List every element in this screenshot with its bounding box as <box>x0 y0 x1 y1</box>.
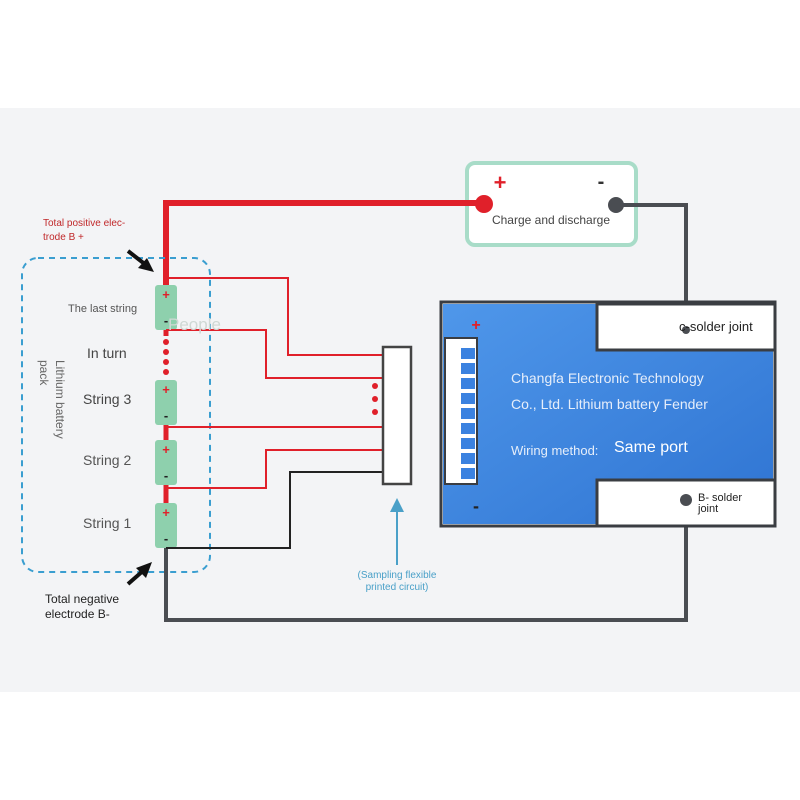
c-solder-label: c-solder joint <box>679 319 753 334</box>
cell-string3-plus: + <box>162 382 170 397</box>
cell-string2: + - <box>155 440 177 485</box>
total-negative-label-line2: electrode B- <box>45 607 110 621</box>
pack-label-line2: pack <box>37 360 51 386</box>
charge-positive-terminal <box>475 195 493 213</box>
board-text-line1: Changfa Electronic Technology <box>511 370 704 386</box>
total-negative-label-line1: Total negative <box>45 592 119 606</box>
cell-string3-minus: - <box>164 408 168 423</box>
board-connector-pins <box>461 348 475 479</box>
sampling-connector <box>381 345 413 486</box>
charge-negative-terminal <box>608 197 624 213</box>
string1-label: String 1 <box>83 515 131 531</box>
charge-minus-sign: - <box>598 171 605 193</box>
b-solder-label-line2: joint <box>697 503 718 515</box>
last-string-label: The last string <box>68 303 137 315</box>
charge-negative-wire <box>616 203 688 330</box>
cell-string2-plus: + <box>162 442 170 457</box>
connector-dots <box>372 383 378 415</box>
board-minus-sign: - <box>473 496 479 516</box>
pack-label-line1: Lithium battery <box>53 360 67 439</box>
battery-pack-outline <box>21 257 211 573</box>
same-port-label: Same port <box>614 439 688 456</box>
cell-last-plus: + <box>162 287 170 302</box>
string2-label: String 2 <box>83 452 131 468</box>
cell-string1-minus: - <box>164 531 168 546</box>
sampling-wire-1 <box>166 277 383 356</box>
charge-plus-sign: + <box>494 170 507 195</box>
wiring-method-label: Wiring method: <box>511 443 598 458</box>
cell-string1-plus: + <box>162 505 170 520</box>
sampling-wire-4 <box>166 449 383 489</box>
cell-last-minus: - <box>164 313 168 328</box>
sampling-wires <box>166 277 383 549</box>
pack-negative-wire <box>164 500 688 622</box>
watermark-label: People <box>168 315 221 334</box>
b-solder-area <box>595 478 777 528</box>
b-solder-terminal <box>680 494 692 506</box>
board-plus-sign: + <box>471 317 480 334</box>
sampling-wire-5 <box>166 471 383 549</box>
cell-string1: + - <box>155 503 177 548</box>
in-turn-label: In turn <box>87 345 127 361</box>
in-turn-dots <box>163 339 169 375</box>
c-solder-area <box>595 302 777 352</box>
negative-arrow-icon <box>126 562 152 586</box>
total-positive-label-line1: Total positive elec- <box>43 218 125 229</box>
string3-label: String 3 <box>83 391 131 407</box>
b-solder-label-line1: B- solder <box>698 492 742 504</box>
cell-last-string: + - <box>155 285 177 330</box>
sampling-arrow-head <box>390 498 404 512</box>
sampling-wire-2 <box>166 329 383 379</box>
cell-string2-minus: - <box>164 468 168 483</box>
c-solder-terminal <box>682 326 690 334</box>
board-text-line2: Co., Ltd. Lithium battery Fender <box>511 396 708 412</box>
main-positive-wire <box>163 200 484 290</box>
cell-string3: + - <box>155 380 177 425</box>
sampling-label-line2: printed circuit) <box>366 582 429 593</box>
positive-arrow-icon <box>126 249 154 272</box>
sampling-label-line1: (Sampling flexible <box>358 570 437 581</box>
total-positive-label-line2: trode B + <box>43 232 84 243</box>
charge-discharge-label: Charge and discharge <box>492 213 610 227</box>
